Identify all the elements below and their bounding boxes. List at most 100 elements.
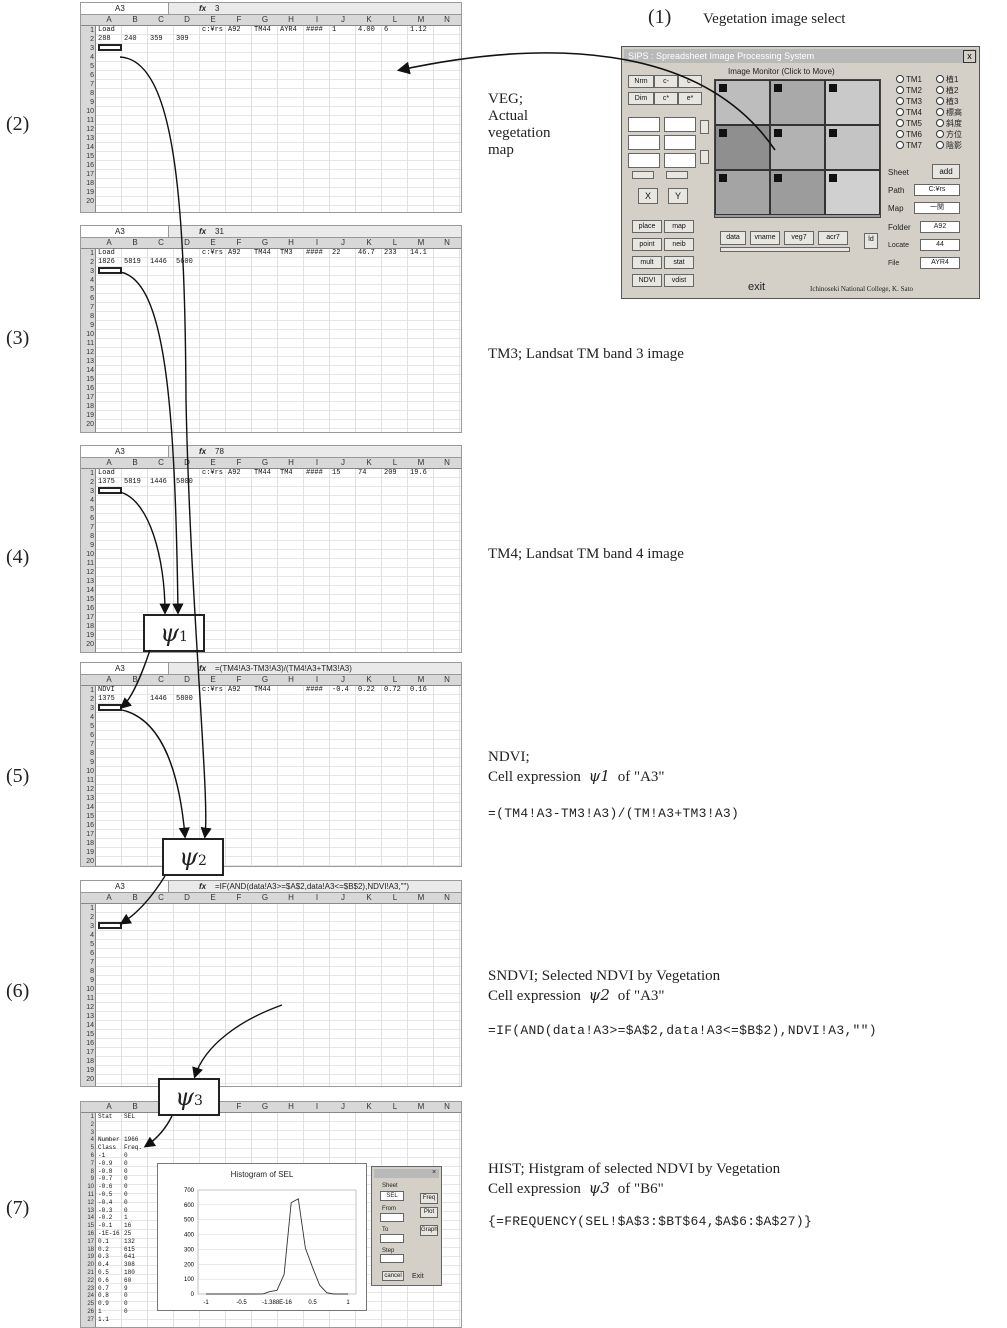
column-header[interactable]: E [210, 15, 216, 24]
row-header[interactable]: 2 [90, 479, 94, 486]
row-header[interactable]: 16 [86, 385, 94, 392]
row-header[interactable]: 11 [86, 560, 94, 567]
sheet-cell[interactable]: 5800 [176, 478, 193, 486]
row-header[interactable]: 20 [86, 198, 94, 205]
sheet-cell[interactable]: -0.3 [98, 1206, 113, 1214]
sheet-cell[interactable]: 0 [124, 1206, 128, 1214]
row-header[interactable]: 16 [86, 605, 94, 612]
sheet-cell[interactable]: -1 [98, 1152, 106, 1159]
sheet-cell[interactable]: 0.22 [358, 686, 375, 694]
row-header[interactable]: 13 [86, 578, 94, 585]
row-header[interactable]: 3 [90, 45, 94, 52]
row-header[interactable]: 4 [90, 277, 94, 284]
column-header[interactable]: I [315, 1102, 319, 1111]
row-header[interactable]: 18 [87, 1246, 94, 1253]
sheet-cell[interactable]: A92 [228, 469, 241, 477]
row-header[interactable]: 7 [90, 959, 94, 966]
point-button[interactable]: point [632, 238, 662, 251]
row-header[interactable]: 1 [90, 1114, 94, 1120]
radio-aspect[interactable]: 方位 [936, 130, 962, 140]
name-box[interactable]: A3 [81, 226, 169, 237]
sheet-cell[interactable]: 1446 [150, 258, 167, 266]
sheet-cell[interactable]: 9 [124, 1284, 128, 1292]
dialog-close-icon[interactable]: × [431, 1169, 437, 1176]
column-header[interactable]: C [158, 675, 164, 684]
row-header[interactable]: 16 [86, 162, 94, 169]
row-header[interactable]: 27 [87, 1316, 94, 1323]
sheet-cell[interactable]: 0 [124, 1167, 128, 1175]
add-button[interactable]: add [932, 164, 960, 179]
sheet-cell[interactable]: c:¥rs [202, 686, 224, 694]
spin-button-1[interactable] [700, 120, 709, 134]
row-header[interactable]: 2 [90, 259, 94, 266]
sheet-cell[interactable]: c:¥rs [202, 26, 224, 34]
sheet-cell[interactable]: -0.6 [98, 1183, 113, 1191]
column-header[interactable]: G [261, 1102, 269, 1111]
sheet-cell[interactable]: -0.2 [98, 1214, 113, 1222]
row-header[interactable]: 15 [86, 376, 94, 383]
column-header[interactable]: A [106, 458, 112, 467]
row-header[interactable]: 11 [86, 995, 94, 1002]
column-header[interactable]: I [315, 238, 319, 247]
row-header[interactable]: 17 [86, 1049, 94, 1056]
column-header[interactable]: K [366, 238, 372, 247]
selected-cell[interactable] [98, 44, 122, 51]
row-header[interactable]: 5 [90, 286, 94, 293]
c-star-button[interactable]: c* [654, 92, 678, 105]
column-header[interactable]: A [106, 893, 112, 902]
veg7-button[interactable]: veg7 [784, 231, 814, 245]
sheet-cell[interactable]: 0 [124, 1183, 128, 1191]
row-header[interactable]: 26 [87, 1309, 94, 1315]
column-header[interactable]: L [392, 893, 398, 902]
row-header[interactable]: 20 [86, 1076, 94, 1083]
row-header[interactable]: 14 [86, 367, 94, 374]
row-header[interactable]: 5 [90, 941, 94, 948]
sheet-cell[interactable]: 615 [124, 1245, 135, 1253]
row-header[interactable]: 15 [86, 153, 94, 160]
column-header[interactable]: F [236, 15, 242, 24]
sheet-cell[interactable]: SEL [124, 1113, 135, 1120]
radio-tm2[interactable]: TM2 [896, 86, 922, 96]
column-header[interactable]: A [106, 238, 112, 247]
map-tile[interactable] [825, 170, 880, 215]
sheet-cell[interactable]: 1375 [98, 695, 115, 703]
column-header[interactable]: K [366, 893, 372, 902]
row-header[interactable]: 9 [90, 759, 94, 766]
radio-shade[interactable]: 陰影 [936, 141, 962, 151]
spin-button-2[interactable] [700, 150, 709, 164]
row-header[interactable]: 1 [90, 27, 94, 34]
map-tile[interactable] [770, 170, 825, 215]
column-header[interactable]: M [417, 458, 425, 467]
e-star-button[interactable]: e* [678, 92, 702, 105]
column-header[interactable]: E [210, 238, 216, 247]
name-box[interactable]: A3 [81, 881, 169, 892]
sheet-cell[interactable]: TM44 [254, 686, 271, 694]
row-header[interactable]: 4 [90, 54, 94, 61]
name-box[interactable]: A3 [81, 663, 169, 674]
row-header[interactable]: 17 [86, 171, 94, 178]
column-header[interactable]: J [341, 15, 345, 24]
sheet-cell[interactable]: 1446 [150, 478, 167, 486]
row-header[interactable]: 3 [90, 488, 94, 495]
acr7-button[interactable]: acr7 [818, 231, 848, 245]
from-field[interactable] [380, 1213, 404, 1222]
dim-button[interactable]: Dim [628, 92, 654, 105]
sheet-cell[interactable]: 1826 [98, 258, 115, 266]
column-header[interactable]: L [392, 1102, 398, 1111]
row-header[interactable]: 3 [90, 1129, 94, 1136]
param-field-1[interactable] [628, 117, 660, 132]
nrm-button[interactable]: Nrm [628, 75, 654, 88]
row-header[interactable]: 12 [86, 126, 94, 133]
param-field-5[interactable] [628, 153, 660, 168]
column-header[interactable]: G [261, 893, 269, 902]
column-header[interactable]: I [315, 893, 319, 902]
column-header[interactable]: J [341, 1102, 345, 1111]
formula-text[interactable]: =(TM4!A3-TM3!A3)/(TM4!A3+TM3!A3) [215, 664, 352, 673]
radio-veg1[interactable]: 植1 [936, 75, 958, 85]
row-header[interactable]: 7 [90, 304, 94, 311]
row-header[interactable]: 7 [90, 741, 94, 748]
sheet-cell[interactable]: 1375 [98, 478, 115, 486]
row-header[interactable]: 1 [90, 250, 94, 257]
row-header[interactable]: 20 [86, 641, 94, 648]
column-header[interactable]: I [315, 458, 319, 467]
